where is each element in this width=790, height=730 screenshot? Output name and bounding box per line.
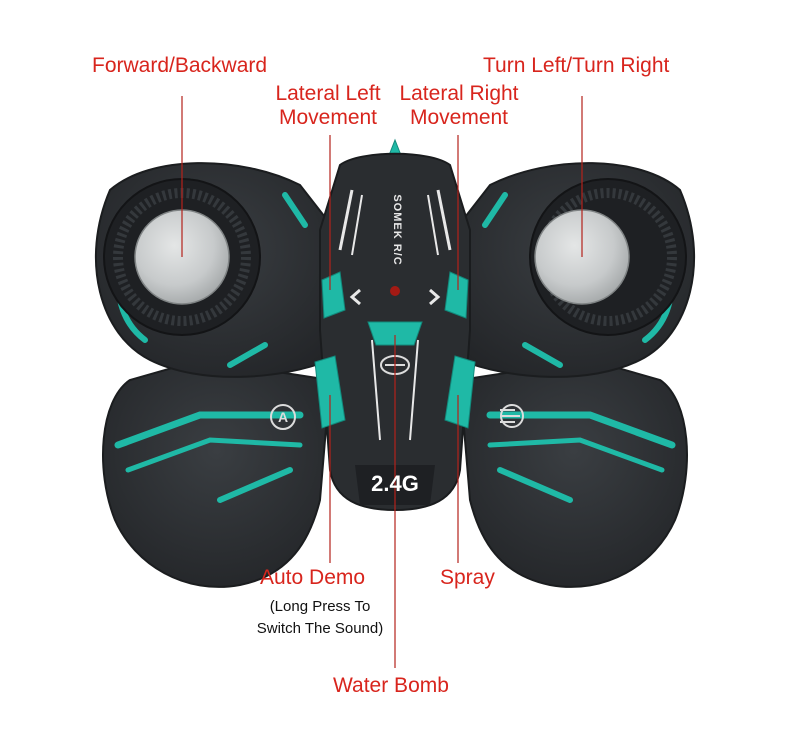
right-grip <box>458 358 688 588</box>
auto-demo-note: (Long Press To Switch The Sound) <box>240 596 400 640</box>
spray-button <box>444 355 476 429</box>
water-bomb-button <box>367 321 423 346</box>
forward-backward-label: Forward/Backward <box>92 54 268 77</box>
spray-label: Spray <box>440 566 495 589</box>
svg-text:A: A <box>278 409 288 425</box>
auto-demo-note-line1: (Long Press To <box>269 598 371 615</box>
lateral-left-label: Lateral Left Movement <box>268 82 388 130</box>
auto-demo-button <box>314 355 346 429</box>
turn-left-right-label: Turn Left/Turn Right <box>483 54 670 77</box>
lateral-left-line2: Movement <box>278 106 378 129</box>
spray-icon <box>500 404 524 428</box>
lateral-right-line2: Movement <box>409 106 509 129</box>
leader-lines <box>181 96 583 668</box>
lateral-right-line1: Lateral Right <box>399 82 519 105</box>
water-bomb-label: Water Bomb <box>333 674 449 697</box>
auto-a-circle-icon: A <box>270 404 296 430</box>
lateral-right-button <box>444 271 469 319</box>
auto-demo-label: Auto Demo <box>260 566 366 589</box>
lateral-right-label: Lateral Right Movement <box>396 82 522 130</box>
auto-demo-note-line2: Switch The Sound) <box>256 620 384 637</box>
brand-text: SOMEK R/C <box>391 194 403 266</box>
frequency-badge: 2.4G <box>371 471 419 496</box>
lateral-left-button <box>321 271 346 319</box>
lateral-left-line1: Lateral Left <box>275 82 381 105</box>
left-grip <box>102 358 332 588</box>
status-led-icon <box>390 286 400 296</box>
